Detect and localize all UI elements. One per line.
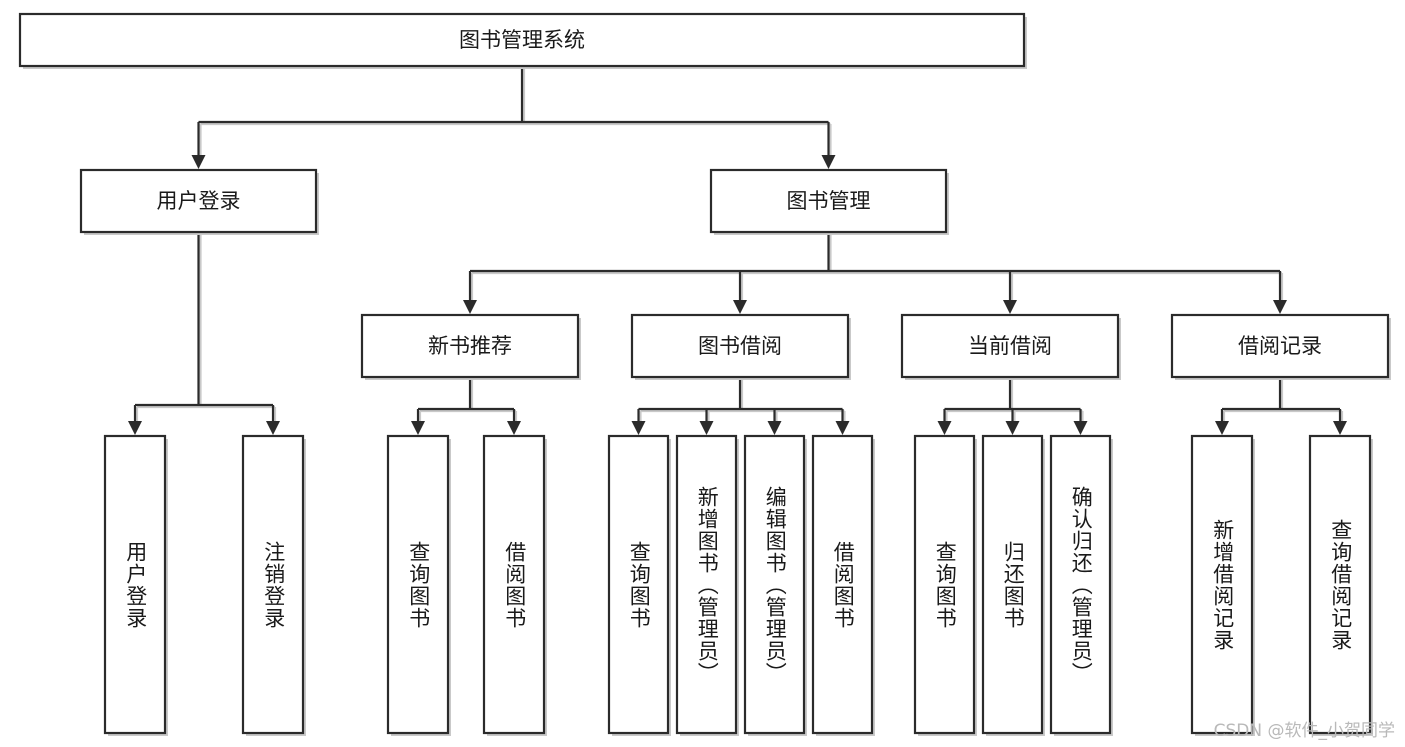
node-label: 新书推荐 bbox=[428, 334, 512, 358]
arrow-head-icon bbox=[1333, 421, 1347, 435]
node-leaf-confirm-return-admin[interactable] bbox=[1049, 434, 1113, 736]
node-box[interactable] bbox=[709, 168, 948, 234]
node-box[interactable] bbox=[675, 434, 738, 735]
node-user-login[interactable]: 用户登录 bbox=[79, 168, 319, 235]
node-book-manage[interactable]: 图书管理 bbox=[709, 168, 949, 235]
node-box[interactable] bbox=[482, 434, 546, 735]
node-label: 用户登录 bbox=[157, 189, 241, 213]
arrow-head-icon bbox=[699, 421, 714, 435]
arrow-head-icon bbox=[411, 421, 425, 435]
node-box[interactable] bbox=[913, 434, 976, 735]
node-box[interactable] bbox=[103, 434, 167, 735]
node-box[interactable] bbox=[1049, 434, 1112, 735]
node-root[interactable]: 图书管理系统 bbox=[18, 12, 1027, 69]
node-leaf-borrow-book[interactable] bbox=[811, 434, 875, 736]
arrow-head-icon bbox=[128, 421, 142, 435]
node-leaf-query-borrow-record[interactable] bbox=[1308, 434, 1373, 736]
arrow-head-icon bbox=[1073, 421, 1088, 435]
arrow-head-icon bbox=[463, 300, 477, 314]
node-leaf-query-book-current[interactable] bbox=[913, 434, 977, 736]
node-new-book-recommend[interactable]: 新书推荐 bbox=[360, 313, 581, 380]
arrow-head-icon bbox=[1273, 300, 1287, 314]
node-box[interactable] bbox=[630, 313, 850, 379]
watermark: CSDN @软件_小贺同学 bbox=[1213, 721, 1395, 741]
node-label: 图书管理系统 bbox=[459, 28, 585, 52]
node-leaf-return-book[interactable] bbox=[981, 434, 1045, 736]
arrow-head-icon bbox=[191, 155, 206, 169]
node-box[interactable] bbox=[1170, 313, 1390, 379]
node-leaf-query-book-borrow[interactable] bbox=[607, 434, 671, 736]
node-leaf-add-book-admin[interactable] bbox=[675, 434, 739, 736]
node-leaf-add-borrow-record[interactable] bbox=[1190, 434, 1255, 736]
arrow-head-icon bbox=[733, 300, 747, 314]
node-label: 借阅记录 bbox=[1238, 334, 1322, 358]
node-borrow-record[interactable]: 借阅记录 bbox=[1170, 313, 1391, 380]
arrow-head-icon bbox=[631, 421, 646, 435]
arrow-head-icon bbox=[937, 421, 952, 435]
arrow-head-icon bbox=[507, 421, 521, 435]
node-label: 图书管理 bbox=[787, 189, 871, 213]
node-box[interactable] bbox=[981, 434, 1044, 735]
node-box[interactable] bbox=[360, 313, 580, 379]
arrow-head-icon bbox=[821, 155, 836, 169]
arrow-head-icon bbox=[1215, 421, 1229, 435]
node-book-borrow[interactable]: 图书借阅 bbox=[630, 313, 851, 380]
node-box[interactable] bbox=[241, 434, 305, 735]
connector-group bbox=[128, 232, 280, 435]
arrow-head-icon bbox=[767, 421, 782, 435]
node-leaf-borrow-book-rec[interactable] bbox=[482, 434, 547, 736]
node-box[interactable] bbox=[607, 434, 670, 735]
connector-group bbox=[1215, 377, 1347, 435]
node-box[interactable] bbox=[743, 434, 806, 735]
node-leaf-query-book-rec[interactable] bbox=[386, 434, 451, 736]
connector-group bbox=[937, 377, 1088, 435]
connector-group bbox=[631, 377, 850, 435]
connectors-layer bbox=[128, 66, 1347, 435]
node-leaf-user-login[interactable] bbox=[103, 434, 168, 736]
node-leaf-edit-book-admin[interactable] bbox=[743, 434, 807, 736]
node-leaf-logout[interactable] bbox=[241, 434, 306, 736]
connector-group bbox=[411, 377, 521, 435]
node-label: 图书借阅 bbox=[698, 334, 782, 358]
node-box[interactable] bbox=[811, 434, 874, 735]
node-current-borrow[interactable]: 当前借阅 bbox=[900, 313, 1121, 380]
node-label: 当前借阅 bbox=[968, 334, 1052, 358]
arrow-head-icon bbox=[1005, 421, 1020, 435]
node-box[interactable] bbox=[900, 313, 1120, 379]
node-box[interactable] bbox=[79, 168, 318, 234]
node-box[interactable] bbox=[1308, 434, 1372, 735]
connector-group bbox=[463, 232, 1287, 314]
node-box[interactable] bbox=[386, 434, 450, 735]
connector-group bbox=[191, 66, 836, 169]
node-box[interactable] bbox=[18, 12, 1026, 68]
arrow-head-icon bbox=[1003, 300, 1017, 314]
node-box[interactable] bbox=[1190, 434, 1254, 735]
arrow-head-icon bbox=[835, 421, 850, 435]
arrow-head-icon bbox=[266, 421, 280, 435]
